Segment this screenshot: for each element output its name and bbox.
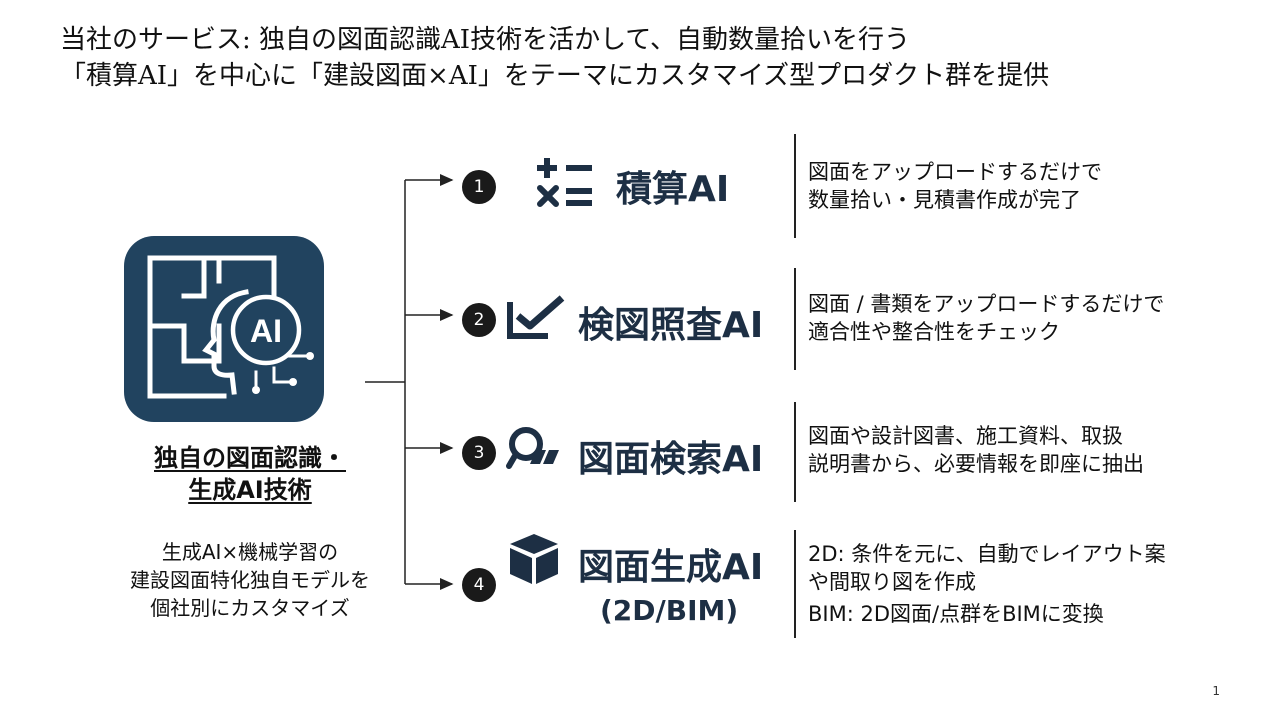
search-icon	[506, 427, 559, 469]
product-number-4: 4	[462, 568, 496, 602]
product-name-1: 積算AI	[616, 169, 730, 210]
logo-text: AI	[250, 313, 282, 349]
slide-title: 当社のサービス: 独自の図面認識AI技術を活かして、自動数量拾いを行う 「積算A…	[60, 22, 1260, 94]
product-desc-1-line-1: 図面をアップロードするだけで	[808, 160, 1102, 184]
product-number-3: 3	[462, 436, 496, 470]
product-desc-3-line-2: 説明書から、必要情報を即座に抽出	[808, 452, 1144, 476]
sub-line-2: 建設図面特化独自モデルを	[130, 568, 370, 592]
core-technology-description: 生成AI×機械学習の 建設図面特化独自モデルを 個社別にカスタマイズ	[60, 538, 440, 622]
divider-3	[794, 402, 796, 502]
divider-1	[794, 134, 796, 238]
product-name-3: 図面検索AI	[578, 439, 764, 480]
product-desc-3-line-1: 図面や設計図書、施工資料、取扱	[808, 424, 1123, 448]
checkbox-icon	[507, 295, 565, 339]
product-number-1: 1	[462, 170, 496, 204]
cube-icon	[510, 534, 558, 584]
blueprint-head-icon: AI	[147, 255, 314, 399]
divider-4	[794, 530, 796, 638]
product-desc-3: 図面や設計図書、施工資料、取扱 説明書から、必要情報を即座に抽出	[808, 422, 1144, 478]
product-desc-4-line-3: BIM: 2D図面/点群をBIMに変換	[808, 602, 1104, 626]
sub-line-1: 生成AI×機械学習の	[161, 540, 339, 564]
heading-line-2: 生成AI技術	[188, 476, 312, 504]
core-technology-heading: 独自の図面認識・ 生成AI技術	[60, 442, 440, 506]
product-desc-4: 2D: 条件を元に、自動でレイアウト案 や間取り図を作成 BIM: 2D図面/点…	[808, 540, 1166, 628]
product-desc-4-line-1: 2D: 条件を元に、自動でレイアウト案	[808, 542, 1166, 566]
heading-line-1: 独自の図面認識・	[154, 444, 346, 472]
product-number-2: 2	[462, 303, 496, 337]
product-desc-4-line-2: や間取り図を作成	[808, 570, 976, 594]
title-line-1: 当社のサービス: 独自の図面認識AI技術を活かして、自動数量拾いを行う	[60, 25, 910, 55]
product-desc-1-line-2: 数量拾い・見積書作成が完了	[808, 188, 1081, 212]
product-name-4: 図面生成AI	[578, 547, 764, 588]
product-desc-2: 図面 / 書類をアップロードするだけで 適合性や整合性をチェック	[808, 290, 1164, 346]
product-desc-2-line-1: 図面 / 書類をアップロードするだけで	[808, 292, 1165, 316]
sub-line-3: 個社別にカスタマイズ	[150, 596, 350, 620]
title-line-2: 「積算AI」を中心に「建設図面×AI」をテーマにカスタマイズ型プロダクト群を提供	[60, 61, 1050, 91]
product-name-4-sub: (2D/BIM)	[600, 594, 739, 627]
product-desc-1: 図面をアップロードするだけで 数量拾い・見積書作成が完了	[808, 158, 1102, 214]
ai-blueprint-logo: AI	[124, 236, 324, 422]
product-name-2: 検図照査AI	[578, 305, 764, 346]
divider-2	[794, 268, 796, 370]
calculator-icon	[537, 158, 592, 207]
product-desc-2-line-2: 適合性や整合性をチェック	[808, 320, 1060, 344]
page-number: 1	[1212, 684, 1220, 698]
